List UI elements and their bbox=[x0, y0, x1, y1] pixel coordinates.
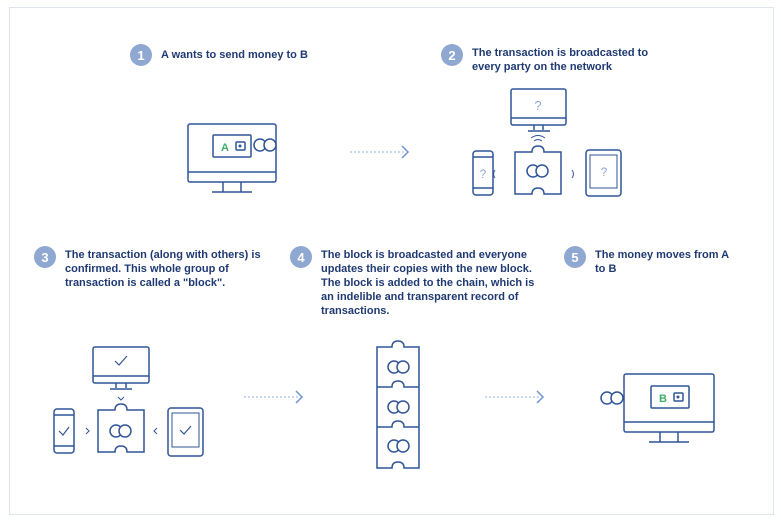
block-puzzle-icon bbox=[514, 145, 562, 195]
phone-question-mark: ? bbox=[480, 167, 487, 181]
step-1-number: 1 bbox=[130, 44, 152, 66]
step-3-number: 3 bbox=[34, 246, 56, 268]
step-2-number: 2 bbox=[441, 44, 463, 66]
step-1-text: A wants to send money to B bbox=[161, 49, 308, 61]
blockchain-icon bbox=[376, 340, 420, 469]
step-5: 5 The money moves from A to B bbox=[564, 246, 764, 276]
arrow-4-to-5 bbox=[485, 390, 545, 404]
confirmed-block-icon bbox=[97, 403, 145, 453]
wallet-a-icon: A bbox=[212, 134, 252, 158]
confirmed-tablet-icon bbox=[167, 407, 204, 457]
coins-icon bbox=[253, 138, 277, 152]
wallet-b-icon: B bbox=[650, 385, 690, 409]
step-4-number: 4 bbox=[290, 246, 312, 268]
step-4-text: The block is broadcasted and everyone up… bbox=[321, 249, 535, 317]
wallet-a-label: A bbox=[221, 142, 229, 154]
network-monitor-icon: ? bbox=[510, 88, 567, 132]
step-5-text: The money moves from A to B bbox=[595, 249, 729, 275]
step-4: 4 The block is broadcasted and everyone … bbox=[290, 246, 550, 318]
step-1: 1 A wants to send money to B bbox=[130, 44, 390, 66]
step-3: 3 The transaction (along with others) is… bbox=[34, 246, 294, 290]
confirmed-monitor-icon bbox=[92, 346, 150, 390]
step-3-text: The transaction (along with others) is c… bbox=[65, 249, 261, 289]
tablet-question-mark: ? bbox=[601, 165, 608, 179]
step-2: 2 The transaction is broadcasted to ever… bbox=[441, 44, 681, 74]
sender-computer-icon bbox=[187, 123, 277, 193]
phone-icon: ? bbox=[472, 150, 494, 196]
chevron-icons bbox=[85, 396, 158, 435]
arrow-3-to-4 bbox=[244, 390, 304, 404]
step-2-text: The transaction is broadcasted to every … bbox=[472, 47, 649, 73]
arrow-1-to-2 bbox=[350, 145, 410, 159]
tablet-icon: ? bbox=[585, 149, 622, 197]
diagram-frame bbox=[9, 7, 774, 515]
step-5-number: 5 bbox=[564, 246, 586, 268]
received-coins-icon bbox=[600, 391, 624, 405]
monitor-question-mark: ? bbox=[534, 98, 541, 113]
wallet-b-label: B bbox=[659, 393, 667, 405]
confirmed-phone-icon bbox=[53, 408, 75, 454]
